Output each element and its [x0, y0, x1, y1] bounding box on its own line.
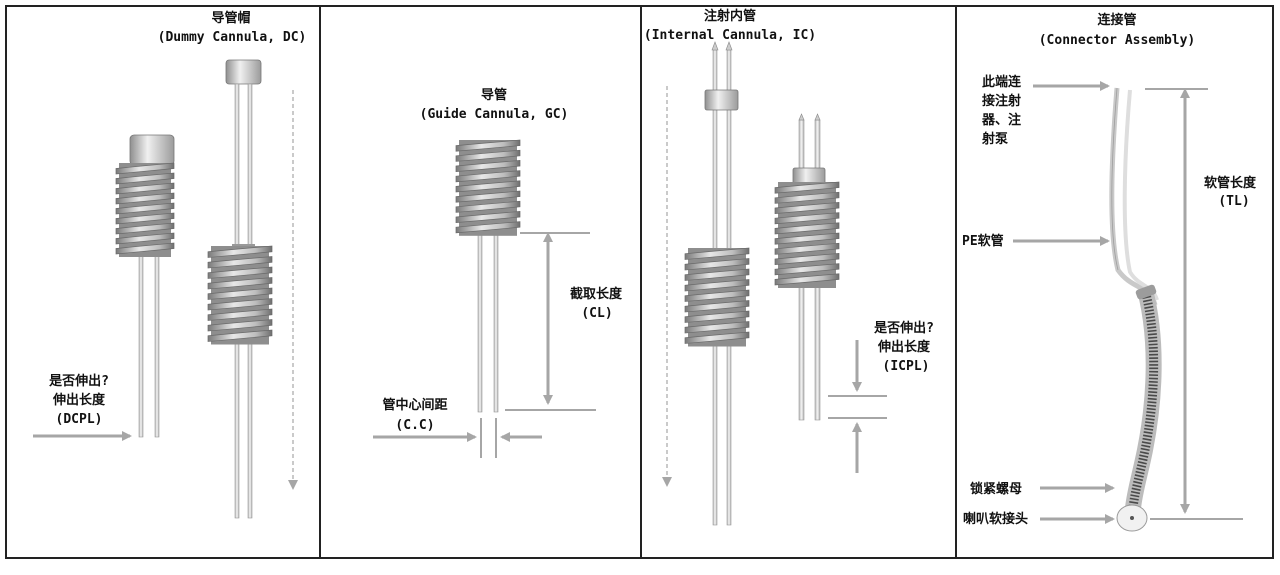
gc-center-distance: 管中心间距	[382, 398, 448, 413]
ic-protrude-length: 伸出长度	[877, 340, 931, 355]
conn-end-note-2: 接注射	[982, 94, 1022, 109]
conn-end-note-3: 器、注	[982, 113, 1022, 128]
internal-cannula-large	[684, 41, 750, 526]
dummy-cannula-small	[115, 134, 175, 438]
dummy-cannula-large	[207, 59, 273, 519]
internal-cannula-small	[774, 113, 840, 421]
cc-dimension	[373, 418, 542, 458]
conn-tube-length: 软管长度	[1203, 176, 1257, 191]
cl-dimension	[505, 232, 596, 411]
dc-protrude-length: 伸出长度	[52, 393, 106, 408]
ic-protrude-question: 是否伸出?	[874, 321, 934, 336]
conn-lock-nut: 锁紧螺母	[970, 482, 1023, 497]
icpl-dimension	[828, 340, 887, 473]
dc-protrude-question: 是否伸出?	[49, 374, 109, 389]
ic-abbr: (ICPL)	[882, 359, 930, 374]
conn-title-cn: 连接管	[1097, 13, 1137, 28]
guide-cannula	[455, 139, 521, 413]
dc-title-en: (Dummy Cannula, DC)	[157, 30, 307, 45]
dc-title-cn: 导管帽	[211, 11, 251, 26]
conn-end-note-4: 射泵	[982, 132, 1009, 147]
conn-flare: 喇叭软接头	[963, 512, 1029, 527]
panel-borders	[5, 5, 1274, 559]
dc-abbr: (DCPL)	[55, 412, 103, 427]
conn-pe-tube: PE软管	[962, 234, 1004, 249]
ic-title-cn: 注射内管	[703, 9, 757, 24]
conn-title-en: (Connector Assembly)	[1038, 33, 1196, 48]
gc-title-en: (Guide Cannula, GC)	[419, 107, 569, 122]
connector-pointers	[1013, 81, 1115, 524]
outer-frame	[5, 5, 1274, 559]
connector-tubing	[1109, 87, 1162, 532]
gc-cut-length: 截取长度	[569, 287, 623, 302]
gc-cut-abbr: (CL)	[581, 306, 613, 321]
conn-tube-abbr: (TL)	[1218, 194, 1250, 209]
conn-end-note-1: 此端连	[982, 75, 1022, 90]
gc-title-cn: 导管	[480, 88, 508, 103]
ic-title-en: (Internal Cannula, IC)	[643, 28, 817, 43]
gc-center-abbr: (C.C)	[395, 418, 435, 433]
tl-dimension	[1145, 88, 1243, 520]
